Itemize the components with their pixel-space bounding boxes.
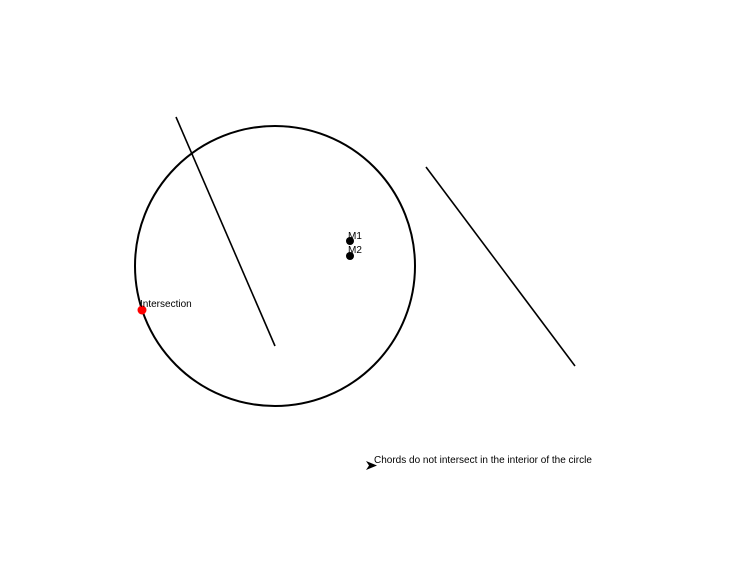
chord-line-2[interactable] <box>425 166 576 367</box>
arrow-cursor-icon <box>366 461 377 470</box>
chord-line-1[interactable] <box>175 116 276 347</box>
intersection-point[interactable] <box>137 305 147 315</box>
intersection-label: Intersection <box>140 299 192 310</box>
midpoint-m2-label: M2 <box>348 245 362 256</box>
midpoint-m2-point[interactable] <box>346 252 354 260</box>
midpoint-m1-point[interactable] <box>346 237 354 245</box>
circle[interactable] <box>134 125 416 407</box>
midpoint-m1-label: M1 <box>348 231 362 242</box>
status-message: Chords do not intersect in the interior … <box>374 455 592 466</box>
